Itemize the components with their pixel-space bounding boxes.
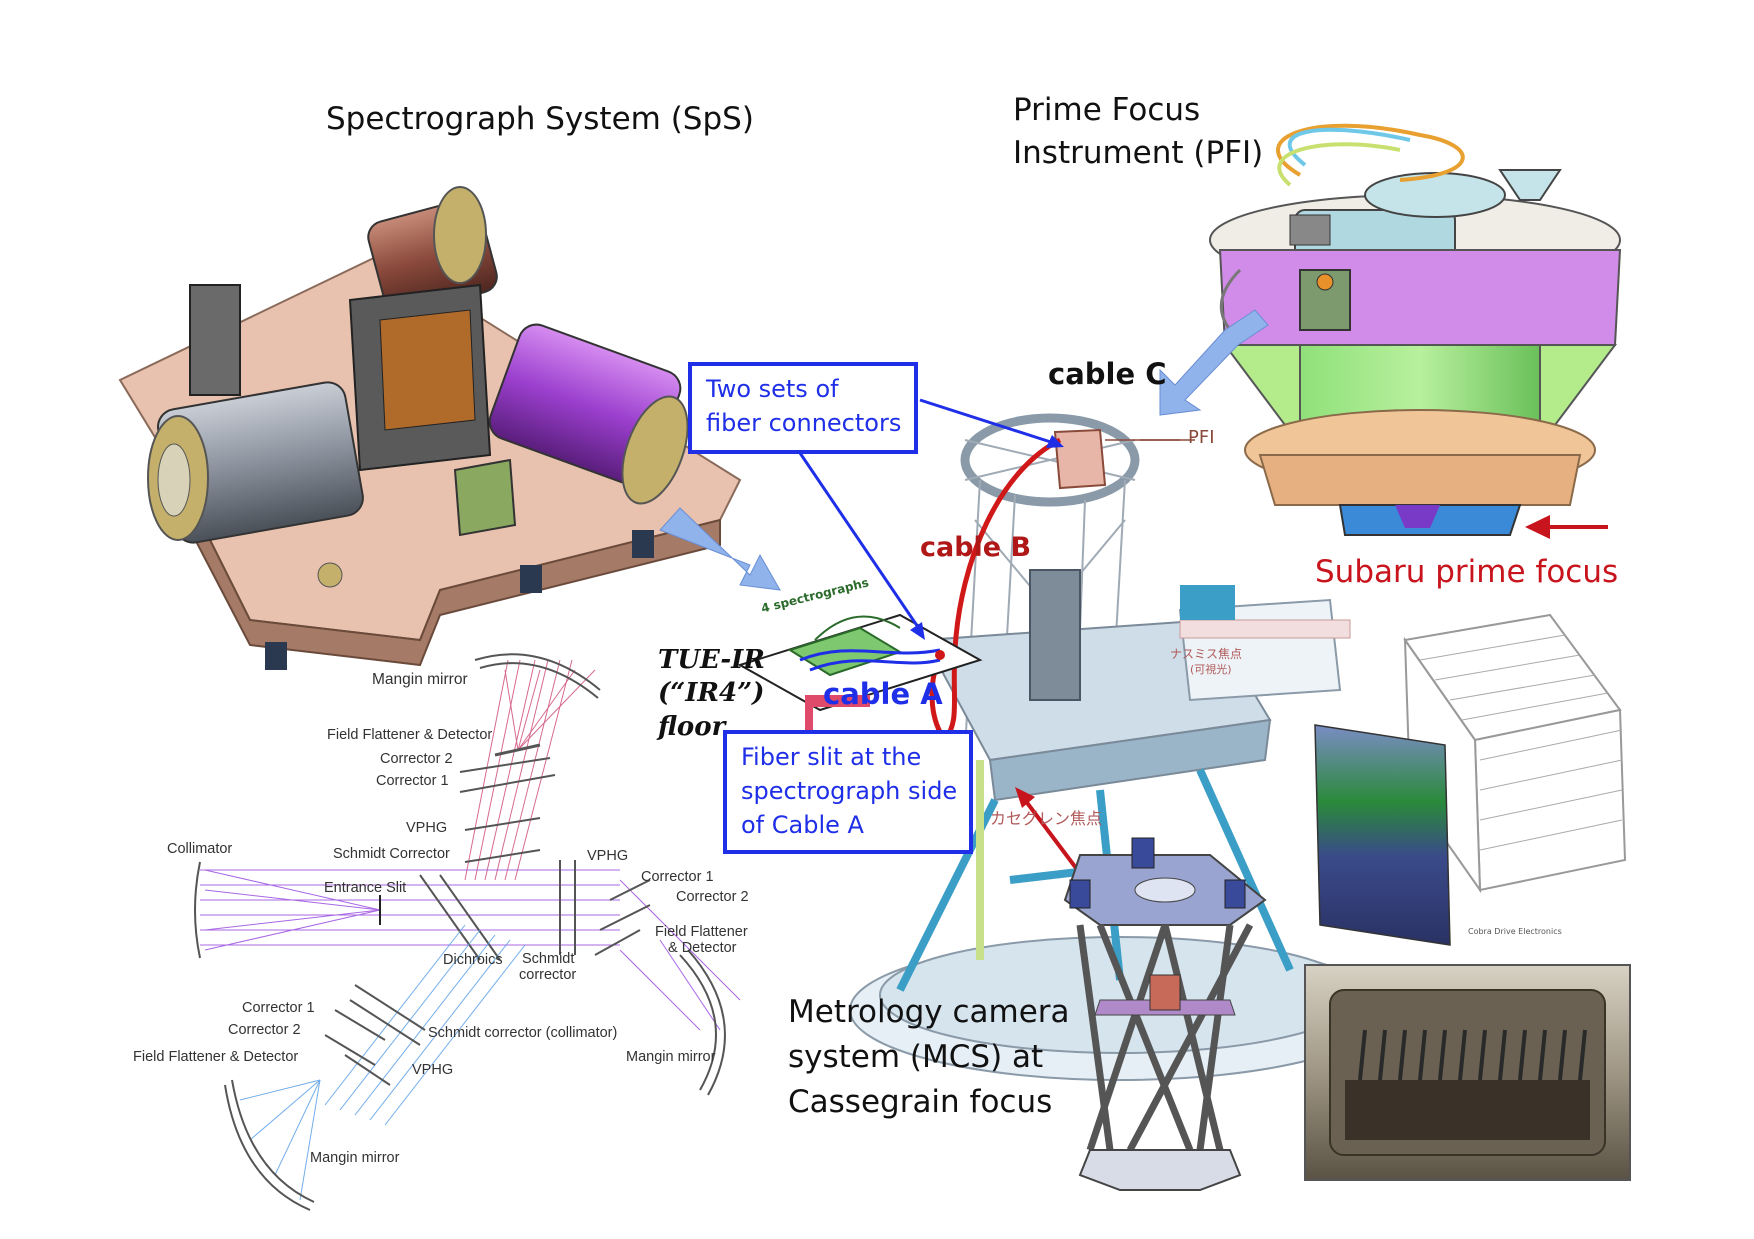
fiber-connectors-line1: Two sets of — [706, 375, 839, 403]
mangin-mirror-bottom-label: Mangin mirror — [310, 1150, 400, 1166]
field-flattener-right-label-1: Field Flattener — [655, 924, 748, 940]
field-flattener-top-label: Field Flattener & Detector — [327, 727, 493, 743]
mcs-title-line2: system (MCS) at — [788, 1039, 1044, 1075]
vphg-right-label: VPHG — [587, 848, 629, 864]
corrector2-top-label: Corrector 2 — [380, 751, 453, 767]
cobra-electronics-label: Cobra Drive Electronics — [1468, 927, 1562, 936]
connector-pointer-2 — [798, 452, 924, 634]
entrance-slit-label: Entrance Slit — [324, 880, 407, 896]
connector-pointer-1 — [919, 398, 1061, 447]
cassegrain-focus-label: カセグレン焦点 — [990, 809, 1103, 828]
collimator-label: Collimator — [167, 841, 233, 857]
corrector1-bottom-label: Corrector 1 — [242, 1000, 315, 1016]
fiber-slit-line1: Fiber slit at the — [741, 743, 922, 771]
corrector1-top-label: Corrector 1 — [376, 773, 449, 789]
pfi-title-line1: Prime Focus — [1013, 92, 1201, 128]
mcs-title-line1: Metrology camera — [788, 994, 1070, 1030]
spectrograph-system-render — [118, 186, 742, 670]
vphg-bottom-label: VPHG — [412, 1062, 454, 1078]
pfi-to-telescope-arrow — [1159, 309, 1269, 416]
cable-a-label: cable A — [823, 677, 943, 711]
floor-label-line1: TUE-IR — [658, 645, 765, 675]
corrector1-right-label: Corrector 1 — [641, 869, 714, 885]
fiber-connectors-callout: Two sets of fiber connectors — [688, 362, 918, 454]
nasmyth-focus-label: ナスミス焦点 — [1170, 647, 1243, 661]
schmidt-mid-label-1: Schmidt — [522, 951, 575, 967]
mangin-mirror-top-label: Mangin mirror — [372, 671, 468, 688]
sps-title: Spectrograph System (SpS) — [326, 101, 754, 137]
nasmyth-visible-label: (可視光) — [1190, 663, 1232, 676]
dichroics-label: Dichroics — [443, 952, 503, 968]
cable-c-label: cable C — [1048, 357, 1167, 391]
cassegrain-arrow-shaft — [1023, 798, 1087, 882]
pfi-title-line2: Instrument (PFI) — [1013, 135, 1264, 171]
vphg-top-label: VPHG — [406, 820, 448, 836]
corrector2-bottom-label: Corrector 2 — [228, 1022, 301, 1038]
subaru-arrow-head — [1525, 515, 1550, 539]
pfi-render — [1209, 123, 1622, 536]
floor-label-line2: (“IR4”) — [658, 678, 765, 708]
mcs-render — [1063, 837, 1267, 1191]
floor-label-line3: floor — [658, 712, 726, 742]
schmidt-mid-label-2: corrector — [519, 967, 577, 983]
cassegrain-arrow-head — [1015, 787, 1035, 808]
pfi-pointer-label: PFI — [1188, 427, 1215, 448]
corrector2-right-label: Corrector 2 — [676, 889, 749, 905]
field-flattener-bottom-label: Field Flattener & Detector — [133, 1049, 299, 1065]
schmidt-collimator-label: Schmidt corrector (collimator) — [428, 1025, 618, 1041]
connector-pointer-1-head — [1046, 435, 1064, 448]
mcs-title-line3: Cassegrain focus — [788, 1084, 1053, 1120]
schmidt-corrector-top-label: Schmidt Corrector — [333, 846, 450, 862]
fiber-slit-callout: Fiber slit at the spectrograph side of C… — [723, 730, 973, 854]
connector-pointer-2-head — [910, 622, 925, 640]
optical-layout — [194, 653, 741, 1211]
cable-b-label: cable B — [920, 532, 1032, 563]
fiber-slit-line2: spectrograph side — [741, 777, 958, 805]
field-flattener-right-label-2: & Detector — [668, 940, 737, 956]
cobra-module-images — [1304, 613, 1631, 1181]
mangin-mirror-right-label: Mangin mirror — [626, 1049, 716, 1065]
fiber-connectors-line2: fiber connectors — [706, 409, 902, 437]
fiber-slit-line3: of Cable A — [741, 811, 864, 839]
sps-to-floor-arrow — [659, 507, 781, 591]
subaru-prime-focus-label: Subaru prime focus — [1315, 554, 1619, 590]
